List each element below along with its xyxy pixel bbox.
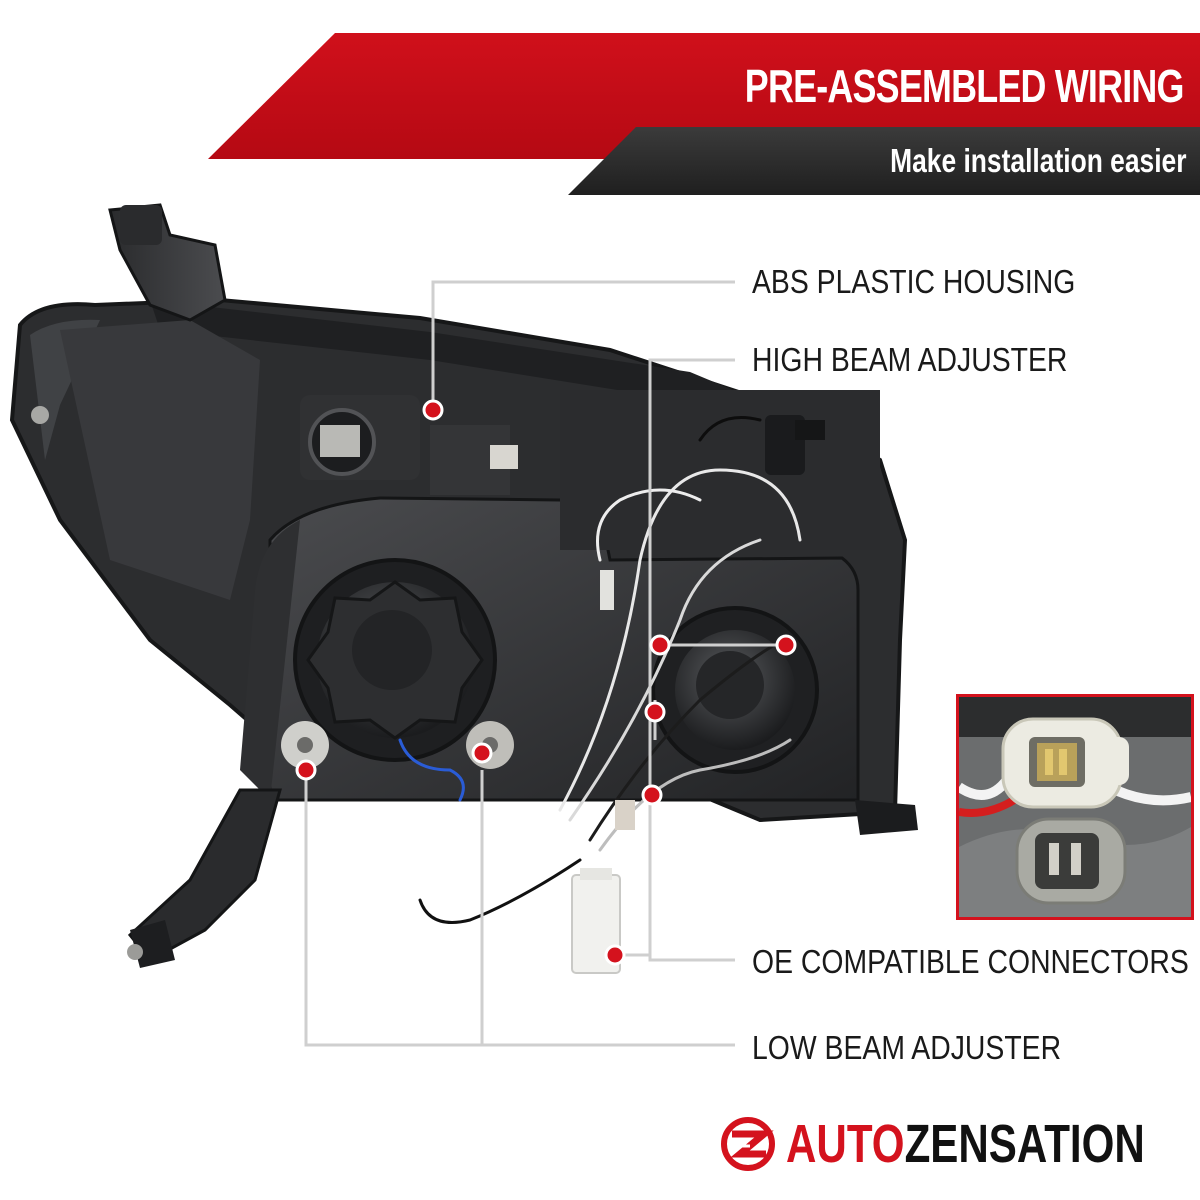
connector-closeup-inset: [956, 694, 1194, 920]
callout-high-beam-adjuster: HIGH BEAM ADJUSTER: [752, 341, 1068, 378]
brand-wordmark-auto: AUTO: [786, 1114, 905, 1174]
callout-oe-connectors: OE COMPATIBLE CONNECTORS: [752, 943, 1189, 980]
banner-title: PRE-ASSEMBLED WIRING: [745, 60, 1185, 112]
brand-wordmark: AUTOZENSATION: [786, 1112, 1145, 1176]
banner-subtitle: Make installation easier: [889, 142, 1186, 179]
autozensation-logo-icon: [721, 1117, 775, 1171]
connector-closeup-photo: [959, 697, 1191, 917]
brand-wordmark-zensation: ZENSATION: [904, 1114, 1145, 1174]
brand-logo: AUTOZENSATION: [720, 1112, 1180, 1176]
subtitle-banner: [568, 127, 1200, 195]
callout-abs-housing: ABS PLASTIC HOUSING: [752, 263, 1076, 300]
callout-low-beam-adjuster: LOW BEAM ADJUSTER: [752, 1029, 1062, 1066]
headlight-rear-view: [9, 203, 918, 974]
